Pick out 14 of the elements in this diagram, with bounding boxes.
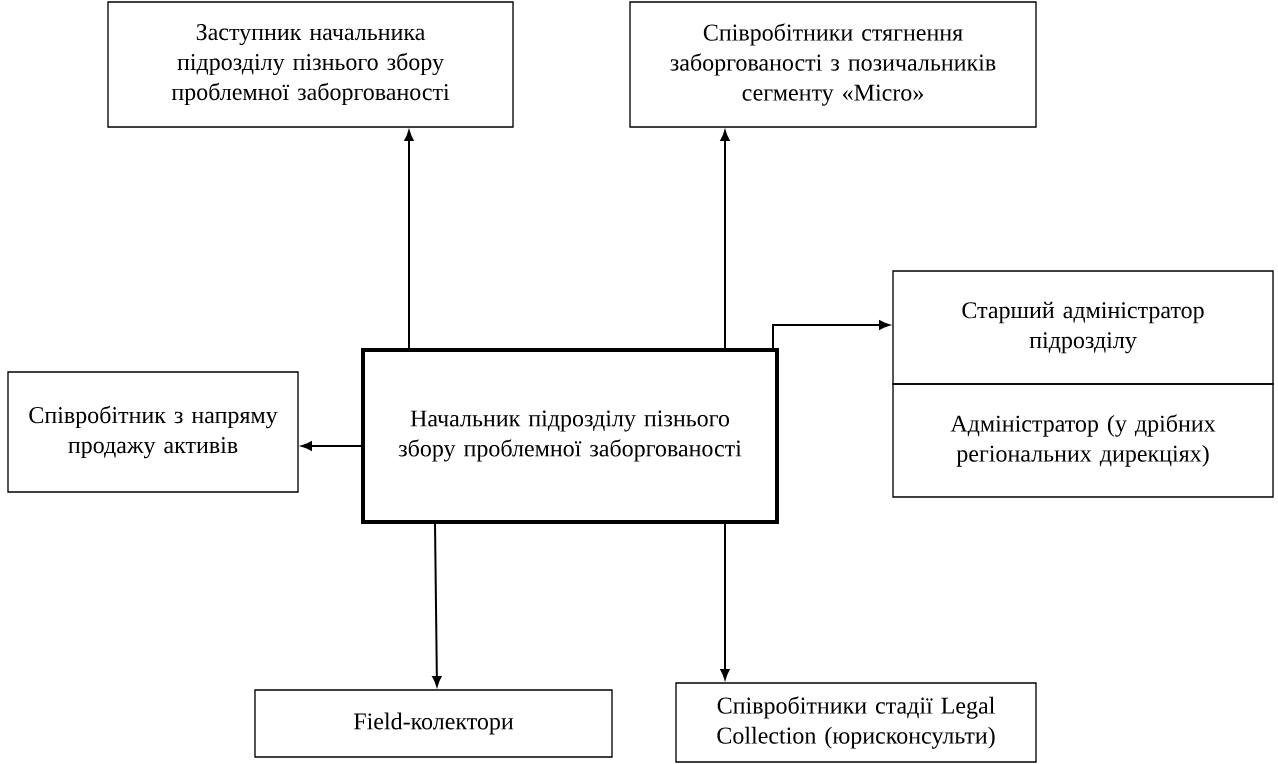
org-box: Співробітники стягнення заборгованості з позичальників сегменту «Micro»	[629, 1, 1037, 128]
org-box: Співробітники стадії Legal Collection (юрисконсульти)	[675, 682, 1037, 763]
arrow	[720, 523, 730, 680]
org-box: Адміністратор (у дрібних регіональних дирекціях)	[892, 383, 1274, 498]
arrow	[720, 130, 730, 349]
org-box: Старший адміністратор підрозділу	[892, 270, 1274, 385]
arrow	[432, 523, 442, 687]
org-box: Співробітник з напряму продажу активів	[7, 371, 299, 493]
org-box: Field-колектори	[254, 689, 613, 758]
org-box: Заступник начальника підрозділу пізнього збору проблемної заборгованості	[107, 1, 514, 128]
arrow	[301, 441, 362, 451]
arrow	[404, 130, 414, 349]
main-box: Начальник підрозділу пізнього збору проблемної заборгованості	[361, 348, 779, 524]
arrow	[772, 320, 890, 349]
